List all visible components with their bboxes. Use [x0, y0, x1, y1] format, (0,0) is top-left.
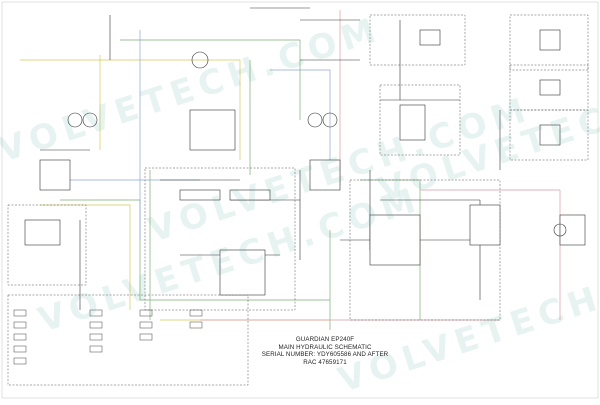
aux-valve-3 [539, 124, 561, 146]
title-part-number: RAC 47659171 [303, 358, 347, 366]
drive-motor [191, 51, 209, 69]
enclosure-legend [7, 294, 249, 386]
main-control-valve [189, 109, 236, 151]
title-serial-number: SERIAL NUMBER: YDY605586 AND AFTER [261, 351, 389, 359]
pump-motor-2 [82, 112, 98, 128]
swing-motor [553, 223, 567, 237]
enclosure-steering-pump [369, 14, 466, 66]
manifold-block [219, 249, 266, 296]
stabilizer-valve [24, 219, 61, 246]
enclosure-aux-pump-1 [509, 14, 589, 71]
tank-reservoir [369, 214, 421, 266]
pump-motor-1 [67, 112, 83, 128]
lift-cylinder [179, 189, 221, 201]
enclosure-valve-manifold [144, 167, 296, 311]
enclosure-aux-pump-3 [509, 109, 589, 161]
enclosure-platform-valve [379, 84, 461, 156]
steering-valve [419, 29, 441, 46]
aux-valve-1 [539, 29, 561, 51]
enclosure-pump-assy [7, 204, 87, 286]
motor-symbols [67, 51, 567, 237]
tilt-cylinder [229, 189, 271, 201]
enclosure-drive-motor [349, 179, 501, 321]
pump-motor-4 [322, 112, 338, 128]
title-model: GUARDIAN EP240F [295, 336, 355, 343]
left-pump-cylinder [39, 159, 71, 191]
platform-valve-body [399, 104, 426, 141]
drawing-border [1, 1, 599, 399]
title-block: GUARDIAN EP240F MAIN HYDRAULIC SCHEMATIC… [250, 336, 400, 366]
legend-symbols [13, 309, 203, 365]
filter-housing [469, 204, 501, 246]
title-schematic-name: MAIN HYDRAULIC SCHEMATIC [278, 343, 372, 351]
aux-valve-2 [539, 79, 561, 96]
pump-motor-3 [307, 112, 323, 128]
component-blocks [24, 29, 586, 296]
component-enclosures [7, 14, 589, 386]
right-pump-cylinder [309, 159, 341, 191]
outrigger-cylinder [559, 214, 586, 246]
main-schematic-lines [40, 7, 501, 310]
